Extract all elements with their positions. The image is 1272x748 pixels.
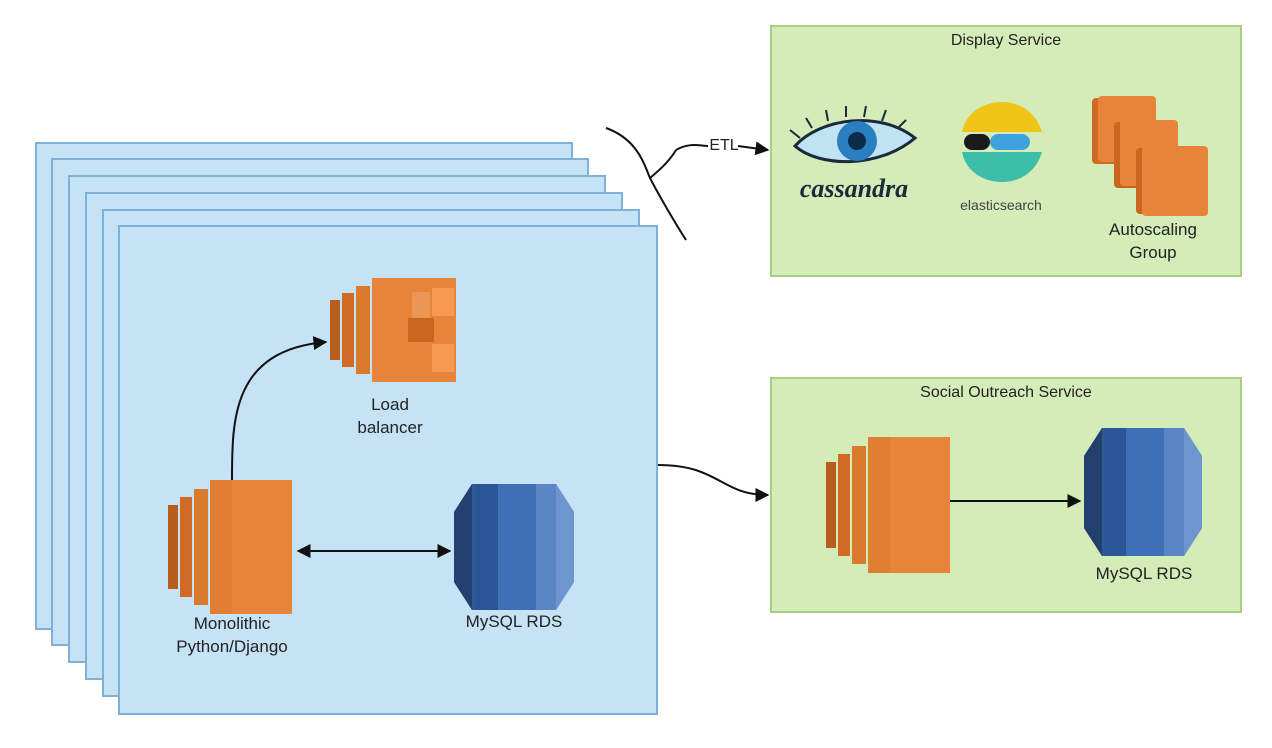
- social-db-label: MySQL RDS: [1095, 564, 1193, 583]
- ec2-app-icon: [168, 480, 292, 614]
- load-balancer-icon: [330, 278, 456, 382]
- db-label: MySQL RDS: [465, 612, 563, 631]
- autoscaling-group-icon: [1092, 96, 1208, 216]
- social-ec2-icon: [826, 437, 950, 573]
- social-rds-db-icon: [1084, 428, 1202, 556]
- autoscaling-label: Autoscaling Group: [1088, 218, 1218, 264]
- display-service-title: Display Service: [950, 32, 1062, 49]
- etl-label: ETL: [709, 137, 739, 154]
- rds-db-icon: [454, 484, 574, 610]
- load-balancer-label: Load balancer: [330, 393, 450, 439]
- cassandra-wordmark: cassandra: [799, 174, 909, 203]
- app-label: Monolithic Python/Django: [170, 612, 294, 658]
- load-balancer-label-line2: balancer: [357, 418, 423, 437]
- elasticsearch-logo-icon: [962, 102, 1042, 182]
- autoscaling-label-line2: Group: [1129, 243, 1177, 262]
- app-label-line1: Monolithic: [193, 614, 271, 633]
- social-service-title: Social Outreach Service: [920, 384, 1092, 401]
- cassandra-logo-icon: [789, 105, 918, 163]
- app-label-line2: Python/Django: [176, 637, 288, 656]
- autoscaling-label-line1: Autoscaling: [1109, 220, 1197, 239]
- load-balancer-label-line1: Load: [371, 395, 409, 414]
- elasticsearch-label: elasticsearch: [960, 197, 1042, 213]
